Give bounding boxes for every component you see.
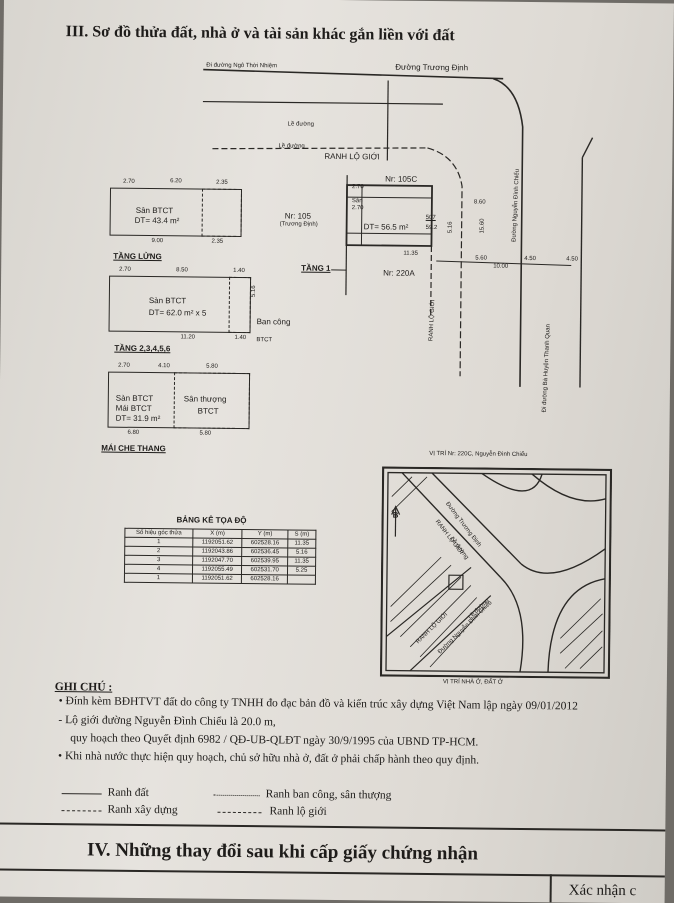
location-caption: VỊ TRÍ NHÀ Ở, ĐẤT Ở <box>443 679 503 686</box>
section-divider <box>0 822 665 831</box>
roof-mai: Mái BTCT <box>116 404 152 413</box>
section-divider-2 <box>0 868 665 877</box>
note-3-text: quy hoạch theo Quyết định 6982 / QĐ-UB-Q… <box>70 732 478 748</box>
f26-san: Sàn BTCT <box>149 296 186 305</box>
table-row: 1 1192051.62 602528.16 <box>124 573 315 584</box>
coord-table: Số hiệu góc thửa X (m) Y (m) S (m) 1 119… <box>124 528 317 585</box>
roof-dim-b: 4.10 <box>158 363 170 369</box>
location-map <box>380 466 612 678</box>
table-cell: 5.25 <box>287 566 315 575</box>
note-2-text: Lộ giới đường Nguyễn Đình Chiểu là 20.0 … <box>65 714 276 728</box>
lot-number: 507 <box>426 215 436 221</box>
table-cell: 11.35 <box>288 557 316 566</box>
legend-line-ban-cong <box>214 795 260 796</box>
svg-text:Lề đường: Lề đường <box>278 143 304 149</box>
f26-dim-c: 1.40 <box>233 268 245 274</box>
f26-area: DT= 62.0 m² x 5 <box>149 308 207 318</box>
table-cell: 1 <box>124 573 192 583</box>
dim-6: 4.50 <box>524 256 536 262</box>
north-arrow-label: B <box>393 511 399 520</box>
street-top-left: Đi đường Ngô Thời Nhiệm <box>206 63 277 70</box>
f26-dim-f: 5.16 <box>251 285 257 297</box>
site-map: Lề đường <box>190 53 654 398</box>
table-cell: 5.16 <box>288 548 316 557</box>
dim-9: 5.16 <box>448 221 454 233</box>
dim-4: 5.60 <box>475 255 487 261</box>
san-label: Sân <box>352 198 363 204</box>
coord-header: S (m) <box>288 530 316 539</box>
ranh-lo-gioi-label: RANH LỘ GIỚI <box>324 152 379 162</box>
floor-2-6-balcony <box>229 277 252 333</box>
roof-dim-d: 6.80 <box>127 430 139 436</box>
dim-1: 2.70 <box>352 184 364 190</box>
lung-san: Sân BTCT <box>136 206 173 215</box>
street-top: Đường Trương Định <box>395 63 468 73</box>
roof-dim-c: 5.80 <box>206 364 218 370</box>
note-4: • Khi nhà nước thực hiện quy hoạch, chủ … <box>58 748 479 769</box>
legend-ranh-ban-cong: Ranh ban công, sân thượng <box>266 786 392 804</box>
legend-ranh-xay-dung: Ranh xây dựng <box>107 802 177 820</box>
floor-lung-label: TẦNG LỬNG <box>113 252 162 262</box>
f26-dim-a: 2.70 <box>119 267 131 273</box>
legend-line-lo-gioi <box>217 812 261 813</box>
roof-area: DT= 31.9 m² <box>116 414 161 423</box>
coord-table-title: BẢNG KÊ TỌA ĐỘ <box>177 515 247 525</box>
table-cell: 602539.95 <box>242 557 288 566</box>
lung-dim-e: 2.35 <box>211 239 223 245</box>
table-divider <box>550 874 552 902</box>
coord-header: Y (m) <box>242 530 288 539</box>
lung-dim-b: 6.20 <box>170 178 182 184</box>
table-cell <box>287 575 315 584</box>
tang-1-label: TẦNG 1 <box>301 264 330 273</box>
dim-7: 4.50 <box>566 256 578 262</box>
note-2: - Lộ giới đường Nguyễn Đình Chiểu là 20.… <box>58 712 276 731</box>
legend-line-xay-dung <box>61 810 101 811</box>
f26-dim-e: 1.40 <box>234 335 246 341</box>
f26-ban-cong: Ban công <box>257 317 291 326</box>
legend-line-ranh-dat <box>62 793 102 794</box>
parcel-105c: Nr: 105C <box>385 174 417 183</box>
roof-label: MÁI CHE THANG <box>101 444 166 454</box>
table-cell: 1192051.62 <box>192 574 241 584</box>
confirm-label: Xác nhận c <box>569 882 637 900</box>
floor-lung-stair <box>202 189 243 237</box>
main-area: DT= 56.5 m² <box>364 222 409 231</box>
le-duong-label: Lề đường <box>288 121 314 127</box>
section-3-title: III. Sơ đồ thửa đất, nhà ở và tài sản kh… <box>66 23 455 45</box>
f26-dim-b: 8.50 <box>176 267 188 273</box>
note-4-text: Khi nhà nước thực hiện quy hoạch, chủ sở… <box>65 750 479 766</box>
floor-2-6-label: TẦNG 2,3,4,5,6 <box>114 344 170 354</box>
parcel-105: Nr: 105 <box>285 211 311 220</box>
lung-dim-d: 9.00 <box>151 238 163 244</box>
roof-btct: BTCT <box>198 407 219 416</box>
roof-san: Sàn BTCT <box>116 394 153 403</box>
location-header: VỊ TRÍ Nr: 220C, Nguyễn Đình Chiểu <box>429 451 527 458</box>
legend-ranh-dat: Ranh đất <box>108 785 149 802</box>
dim-10: 2.70 <box>352 205 364 211</box>
table-cell: 602528.16 <box>242 539 288 548</box>
table-cell: 602528.16 <box>242 575 288 584</box>
roof-dim-e: 5.80 <box>199 431 211 437</box>
f26-btct: BTCT <box>256 337 272 343</box>
lung-dim-a: 2.70 <box>123 179 135 185</box>
roof-san-thuong: Sân thượng <box>184 394 227 403</box>
parcel-220a: Nr: 220A <box>383 268 415 277</box>
lung-dim-c: 2.35 <box>216 180 228 186</box>
dim-3: 11.35 <box>403 251 418 257</box>
table-cell: 602536.45 <box>242 548 288 557</box>
roof-dim-a: 2.70 <box>118 363 130 369</box>
dim-5: 10.00 <box>493 264 508 270</box>
lung-area: DT= 43.4 m² <box>135 216 180 225</box>
table-cell: 11.35 <box>288 539 316 548</box>
legend-ranh-lo-gioi: Ranh lộ giới <box>269 803 326 821</box>
f26-dim-d: 11.20 <box>180 334 195 340</box>
note-1-text: Đính kèm BĐHTVT đất do công ty TNHH đo đ… <box>65 695 578 712</box>
table-cell: 602531.70 <box>242 566 288 575</box>
dim-2: 8.60 <box>474 199 486 205</box>
parcel-105-sub: (Trương Định) <box>280 221 318 227</box>
dim-8: 15.60 <box>480 218 486 233</box>
lot-area: 59.2 <box>426 225 438 231</box>
section-4-title: IV. Những thay đổi sau khi cấp giấy chứn… <box>87 839 478 865</box>
